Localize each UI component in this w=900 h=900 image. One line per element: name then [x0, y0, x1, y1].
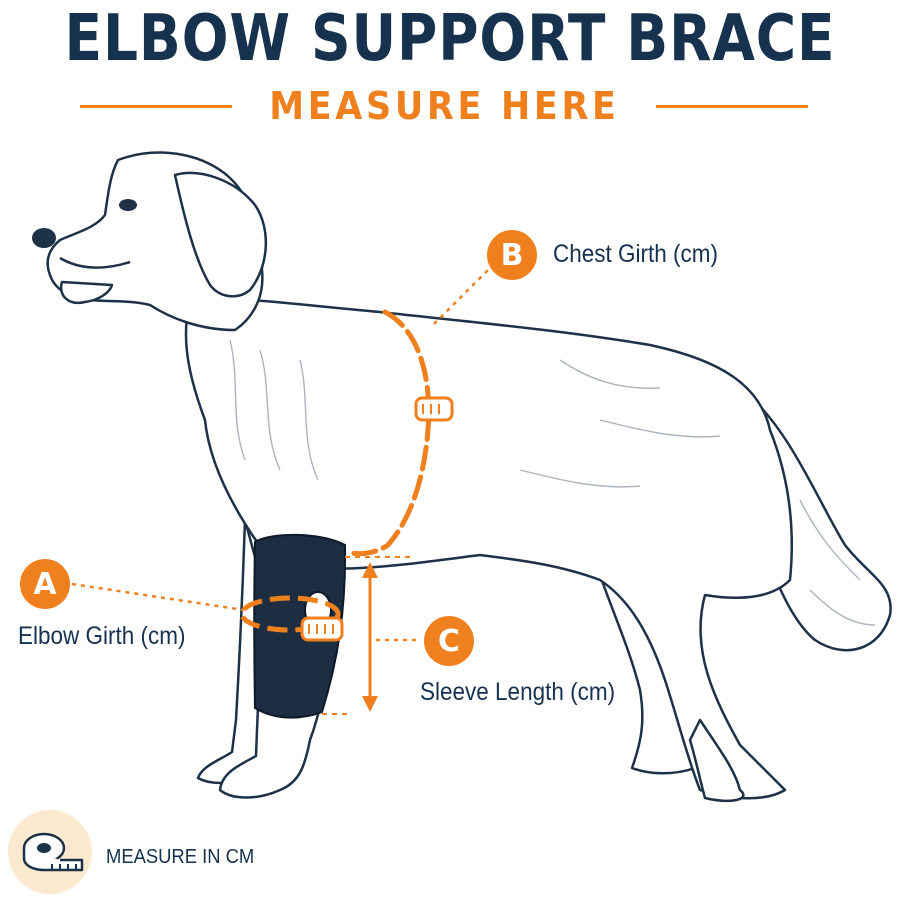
badge-c: C — [424, 616, 474, 666]
dog-nose — [32, 228, 56, 248]
chest-girth-leader — [433, 267, 491, 325]
page-title: ELBOW SUPPORT BRACE — [64, 2, 836, 76]
elbow-tape-icon — [300, 616, 344, 642]
chest-girth-loop — [349, 309, 432, 557]
dog-ear — [173, 171, 268, 298]
elbow-brace-sleeve — [253, 533, 347, 719]
footer-text: MEASURE IN CM — [106, 846, 255, 868]
subtitle: MEASURE HERE — [268, 84, 620, 128]
subtitle-divider-right — [656, 104, 808, 108]
tape-measure-icon — [8, 810, 92, 894]
subtitle-row: MEASURE HERE — [80, 82, 808, 130]
chest-tape-icon — [414, 396, 454, 422]
elbow-girth-loop — [239, 595, 341, 633]
badge-a: A — [20, 559, 70, 609]
dog-hind-foot — [688, 718, 745, 802]
label-elbow-girth: Elbow Girth (cm) — [18, 622, 186, 650]
dog-tongue — [59, 280, 114, 305]
label-sleeve-length: Sleeve Length (cm) — [420, 678, 616, 706]
subtitle-divider-left — [80, 104, 232, 108]
label-chest-girth: Chest Girth (cm) — [553, 240, 719, 268]
elbow-girth-leader — [71, 582, 245, 612]
dog-eye — [119, 199, 137, 211]
badge-b: B — [487, 230, 537, 280]
